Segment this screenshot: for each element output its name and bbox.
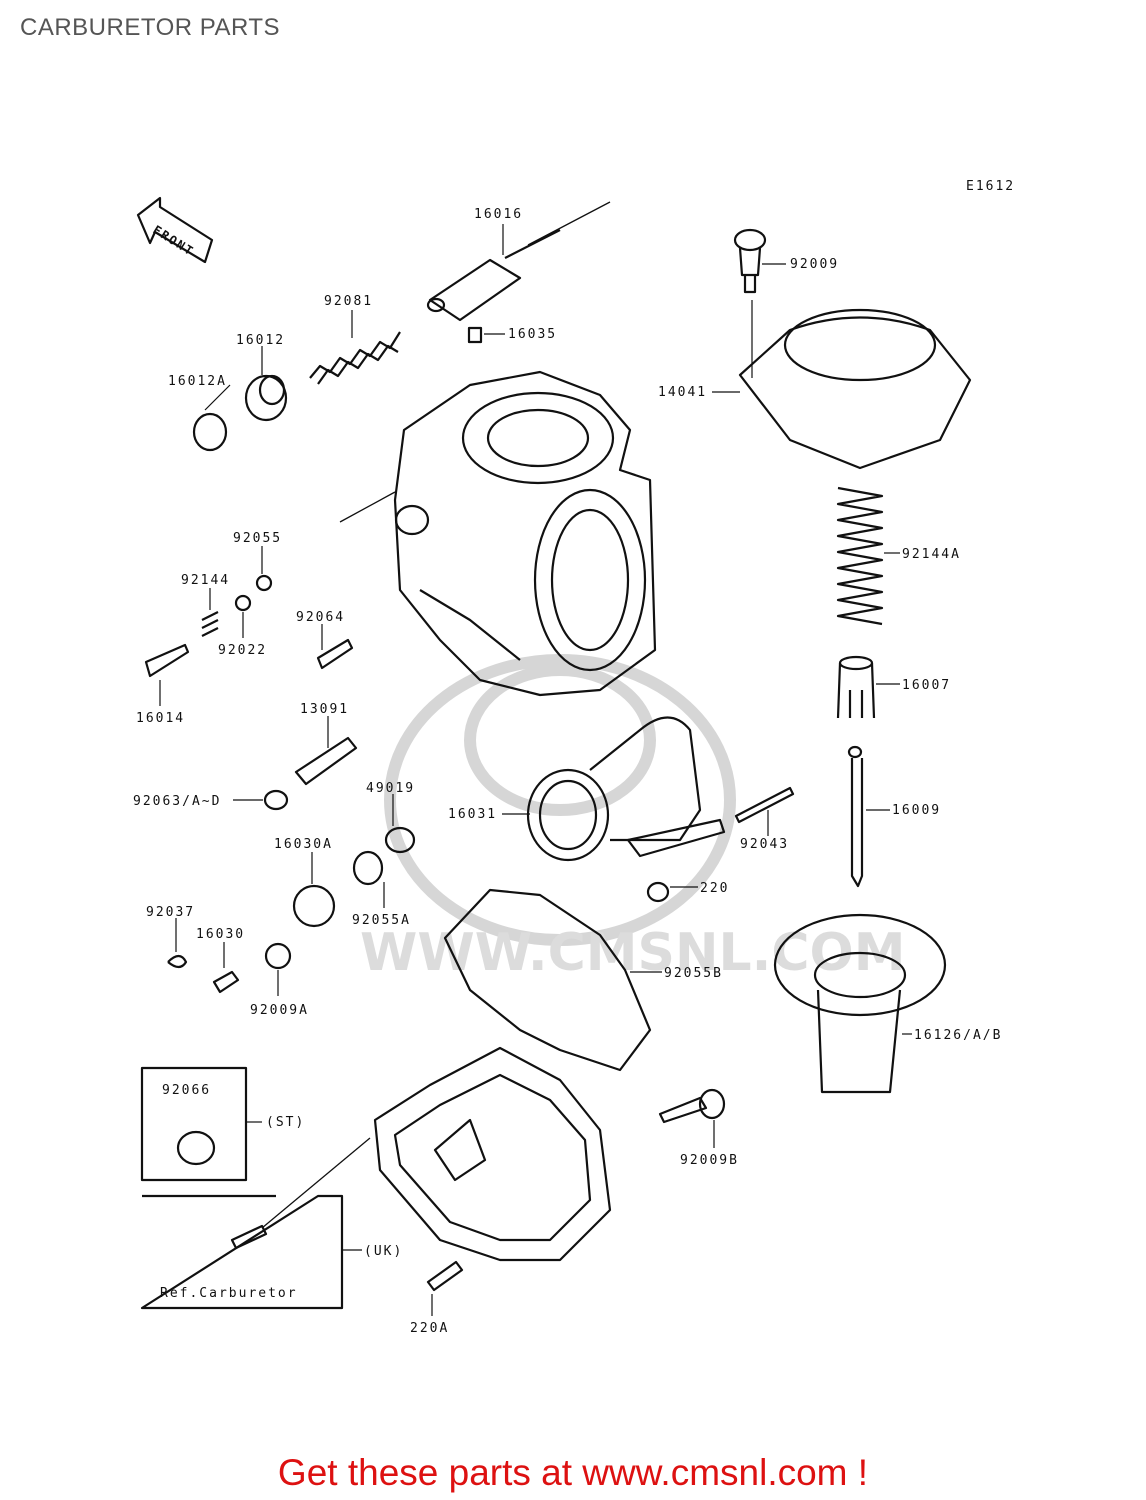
part-16030a: 16030A xyxy=(274,837,336,928)
callout-16031: 16031 xyxy=(448,807,497,822)
part-92064: 92064 xyxy=(296,610,354,670)
callout-16126: 16126/A/B xyxy=(914,1028,1002,1043)
callout-st: (ST) xyxy=(266,1115,305,1130)
part-92144: 92144 xyxy=(181,573,230,637)
part-16012: 16012 xyxy=(236,333,288,422)
watermark-text: WWW.CMSNL.COM xyxy=(360,923,905,983)
carburetor-body xyxy=(339,370,657,697)
part-49019: 49019 xyxy=(366,781,416,854)
callout-92063: 92063/A~D xyxy=(133,794,221,809)
part-92066-box: 92066 (ST) xyxy=(140,1066,305,1182)
callout-92066: 92066 xyxy=(162,1083,211,1098)
page-title: CARBURETOR PARTS xyxy=(20,14,281,41)
part-92055: 92055 xyxy=(233,531,282,592)
callout-14041: 14041 xyxy=(658,385,707,400)
callout-16012a: 16012A xyxy=(168,374,227,389)
callout-92009b: 92009B xyxy=(680,1153,739,1168)
part-float-bowl xyxy=(261,1046,612,1262)
callout-92043: 92043 xyxy=(740,837,789,852)
callout-92055b: 92055B xyxy=(664,966,723,981)
callout-92037: 92037 xyxy=(146,905,195,920)
part-92055a-oring: 92055A xyxy=(352,850,411,928)
part-13091: 13091 xyxy=(294,702,358,786)
callout-16009: 16009 xyxy=(892,803,941,818)
part-16012a: 16012A xyxy=(168,374,231,452)
part-16031: 16031 xyxy=(448,716,726,862)
part-92009: 92009 xyxy=(733,228,839,294)
part-220: 220 xyxy=(646,881,729,903)
callout-16007: 16007 xyxy=(902,678,951,693)
front-arrow-icon: FRONT xyxy=(136,196,214,264)
part-16030: 16030 xyxy=(196,927,245,994)
callout-16016: 16016 xyxy=(474,207,523,222)
callout-92081: 92081 xyxy=(324,294,373,309)
callout-16035: 16035 xyxy=(508,327,557,342)
callout-92144: 92144 xyxy=(181,573,230,588)
callout-92009a: 92009A xyxy=(250,1003,309,1018)
part-220a: 220A xyxy=(410,1260,464,1336)
callout-92064: 92064 xyxy=(296,610,345,625)
watermark: WWW.CMSNL.COM xyxy=(360,654,905,983)
part-92063: 92063/A~D xyxy=(133,789,289,811)
callout-ref-carburetor: Ref.Carburetor xyxy=(160,1286,298,1301)
svg-text:FRONT: FRONT xyxy=(150,223,197,259)
part-14041-cover: 14041 xyxy=(658,300,972,470)
callout-16014: 16014 xyxy=(136,711,185,726)
part-16014: 16014 xyxy=(136,643,190,726)
part-92043-pin: 92043 xyxy=(734,786,795,852)
callout-92144a: 92144A xyxy=(902,547,961,562)
part-16126-diaphragm: 16126/A/B xyxy=(773,913,1002,1094)
part-16016: 16016 xyxy=(426,201,611,322)
part-16009-needle: 16009 xyxy=(847,745,941,888)
part-16035: 16035 xyxy=(467,326,557,344)
callout-16030: 16030 xyxy=(196,927,245,942)
part-92009b: 92009B xyxy=(658,1088,739,1168)
callout-uk: (UK) xyxy=(364,1244,403,1259)
callout-92009: 92009 xyxy=(790,257,839,272)
part-92081-spring: 92081 xyxy=(309,294,401,385)
part-92022: 92022 xyxy=(218,594,267,658)
callout-92022: 92022 xyxy=(218,643,267,658)
part-uk-box: (UK) Ref.Carburetor xyxy=(140,1194,403,1310)
part-92009a: 92009A xyxy=(250,942,309,1018)
exploded-parts-diagram: WWW.CMSNL.COM E1612 FRONT 16016 92081 16… xyxy=(133,179,1015,1336)
callout-13091: 13091 xyxy=(300,702,349,717)
callout-92055: 92055 xyxy=(233,531,282,546)
callout-92055a: 92055A xyxy=(352,913,411,928)
footer-cta-link[interactable]: Get these parts at www.cmsnl.com ! xyxy=(277,1452,869,1493)
part-16007: 16007 xyxy=(836,655,951,719)
callout-49019: 49019 xyxy=(366,781,415,796)
callout-16030a: 16030A xyxy=(274,837,333,852)
diagram-code: E1612 xyxy=(966,179,1015,194)
callout-220a: 220A xyxy=(410,1321,449,1336)
part-92144a-spring: 92144A xyxy=(836,486,961,626)
part-92055b-gasket: 92055B xyxy=(443,888,723,1072)
callout-16012: 16012 xyxy=(236,333,285,348)
part-92037: 92037 xyxy=(146,905,195,969)
callout-220: 220 xyxy=(700,881,729,896)
